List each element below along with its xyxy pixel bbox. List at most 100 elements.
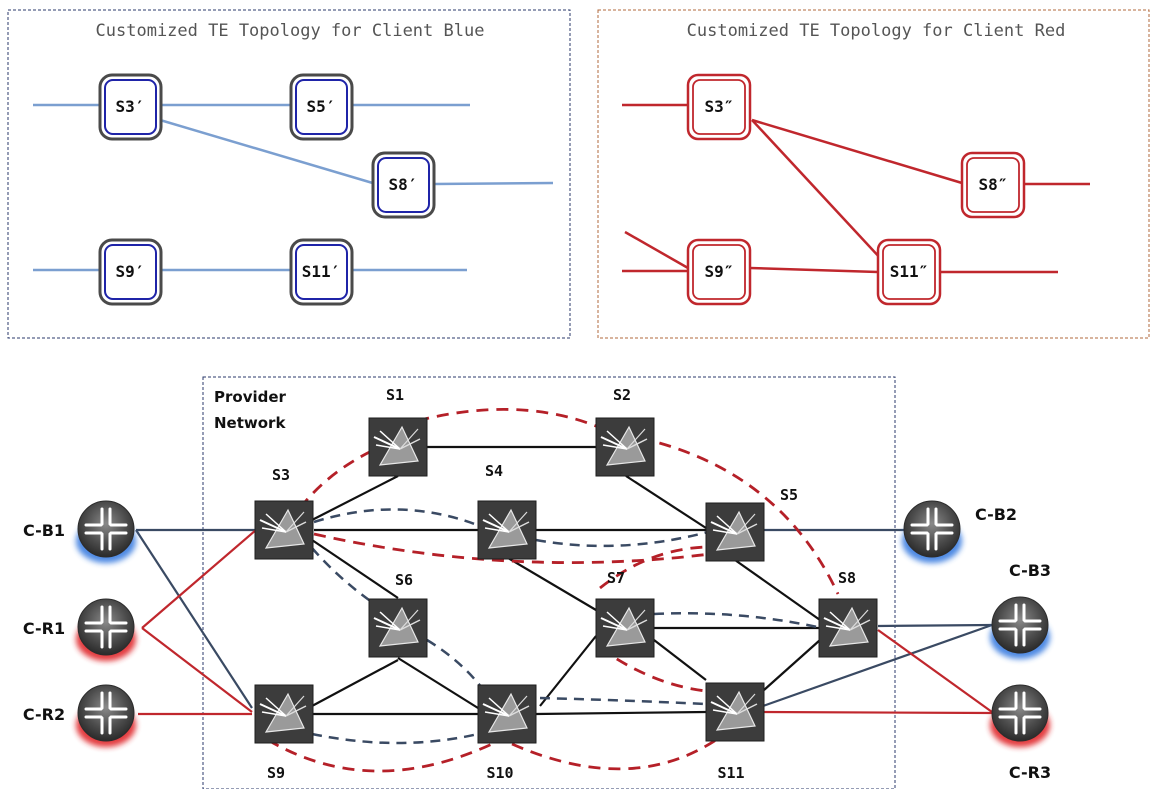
switch-s2 bbox=[595, 417, 655, 477]
red-node-label: S3″ bbox=[705, 97, 734, 116]
physical-link bbox=[507, 557, 597, 611]
red-node-s11: S11″ bbox=[876, 238, 942, 306]
blue-te-path bbox=[313, 508, 481, 528]
client-label-cr1: C-R1 bbox=[23, 619, 65, 638]
blue-node-label: S9′ bbox=[116, 262, 145, 281]
red-node-label: S11″ bbox=[890, 262, 929, 281]
red-link bbox=[751, 118, 963, 185]
blue-node-s3: S3′ bbox=[98, 73, 163, 141]
blue-te-path bbox=[311, 732, 479, 745]
switch-s8 bbox=[818, 598, 878, 658]
router-arrows-icon bbox=[998, 691, 1042, 735]
blue-link bbox=[433, 181, 554, 186]
client-label-cr2: C-R2 bbox=[23, 705, 65, 724]
access-link-red bbox=[141, 627, 253, 713]
router-arrows-icon bbox=[910, 507, 954, 551]
switch-label-s2: S2 bbox=[613, 386, 631, 404]
client-router-cr2 bbox=[76, 684, 136, 747]
switch-label-s7: S7 bbox=[607, 569, 625, 587]
red-node-s3: S3″ bbox=[686, 73, 752, 141]
physical-link bbox=[535, 710, 707, 716]
red-te-path bbox=[267, 738, 493, 773]
red-node-s9: S9″ bbox=[686, 238, 752, 306]
access-links bbox=[135, 528, 993, 716]
switch-s7 bbox=[595, 598, 655, 658]
access-link-red bbox=[141, 529, 257, 629]
physical-link bbox=[397, 657, 479, 709]
client-label-cb3: C-B3 bbox=[1009, 561, 1051, 580]
switch-label-s4: S4 bbox=[485, 462, 503, 480]
blue-node-label: S3′ bbox=[116, 97, 145, 116]
blue-node-s11: S11′ bbox=[289, 238, 354, 306]
physical-link bbox=[625, 475, 707, 529]
switch-labels: S1 S2 S3 S4 S5 S6 S7 S8 S9 S10 S11 bbox=[267, 386, 856, 782]
switch-s9 bbox=[254, 684, 314, 744]
router-arrows-icon bbox=[84, 605, 128, 649]
switch-label-s8: S8 bbox=[838, 569, 856, 587]
router-layer bbox=[76, 500, 1050, 747]
switch-label-s5: S5 bbox=[780, 486, 798, 504]
physical-link bbox=[763, 639, 821, 691]
red-te-path bbox=[397, 407, 611, 434]
access-link-red bbox=[877, 629, 993, 713]
blue-node-s8: S8′ bbox=[371, 151, 436, 219]
red-node-label: S9″ bbox=[705, 262, 734, 281]
access-link-blue bbox=[877, 623, 993, 628]
blue-te-path bbox=[539, 696, 707, 706]
client-router-cb2 bbox=[902, 500, 962, 563]
switch-label-s9: S9 bbox=[267, 764, 285, 782]
blue-node-s5: S5′ bbox=[289, 73, 354, 141]
blue-te-paths bbox=[311, 508, 823, 745]
client-router-cb3 bbox=[990, 596, 1050, 659]
access-link-red bbox=[762, 710, 993, 715]
provider-network: Provider Network bbox=[23, 376, 1051, 789]
physical-link bbox=[311, 659, 399, 707]
access-link-blue bbox=[762, 623, 993, 708]
switch-label-s3: S3 bbox=[272, 466, 290, 484]
blue-link bbox=[159, 118, 377, 186]
client-router-cr1 bbox=[76, 598, 136, 661]
red-panel-title: Customized TE Topology for Client Red bbox=[687, 21, 1066, 41]
physical-links bbox=[311, 445, 821, 716]
blue-te-path bbox=[535, 530, 709, 548]
red-links bbox=[622, 103, 1090, 274]
switch-s11 bbox=[705, 682, 765, 742]
red-link bbox=[749, 266, 879, 274]
switch-layer bbox=[254, 417, 878, 744]
blue-panel-frame bbox=[7, 9, 571, 339]
red-link bbox=[751, 119, 883, 261]
red-link bbox=[624, 230, 689, 270]
switch-s3 bbox=[254, 500, 314, 560]
switch-label-s11: S11 bbox=[717, 764, 744, 782]
red-te-path bbox=[599, 646, 721, 694]
red-te-path bbox=[313, 532, 727, 564]
red-node-label: S8″ bbox=[979, 175, 1008, 194]
blue-te-path bbox=[426, 638, 483, 689]
provider-label-line1: Provider bbox=[214, 388, 287, 406]
physical-link bbox=[653, 639, 707, 681]
physical-link bbox=[539, 635, 597, 707]
blue-node-s9: S9′ bbox=[98, 238, 163, 306]
provider-label-line2: Network bbox=[214, 414, 286, 432]
client-label-cb2: C-B2 bbox=[975, 505, 1017, 524]
red-node-s8: S8″ bbox=[960, 151, 1026, 219]
blue-node-label: S5′ bbox=[307, 97, 336, 116]
blue-node-label: S11′ bbox=[302, 262, 341, 281]
physical-link bbox=[311, 475, 399, 521]
client-router-cb1 bbox=[76, 500, 136, 563]
client-label-cb1: C-B1 bbox=[23, 521, 65, 540]
switch-label-s6: S6 bbox=[395, 571, 413, 589]
client-router-cr3 bbox=[990, 684, 1050, 747]
physical-link bbox=[734, 559, 821, 621]
switch-label-s1: S1 bbox=[386, 386, 404, 404]
switch-s1 bbox=[368, 417, 428, 477]
switch-s4 bbox=[477, 500, 537, 560]
router-arrows-icon bbox=[998, 603, 1042, 647]
red-panel-frame bbox=[597, 9, 1150, 339]
router-arrows-icon bbox=[84, 507, 128, 551]
physical-link bbox=[311, 539, 399, 599]
red-te-path bbox=[298, 446, 379, 509]
red-topology-panel: Customized TE Topology for Client Red S3… bbox=[597, 9, 1150, 339]
access-link-blue bbox=[135, 529, 253, 709]
